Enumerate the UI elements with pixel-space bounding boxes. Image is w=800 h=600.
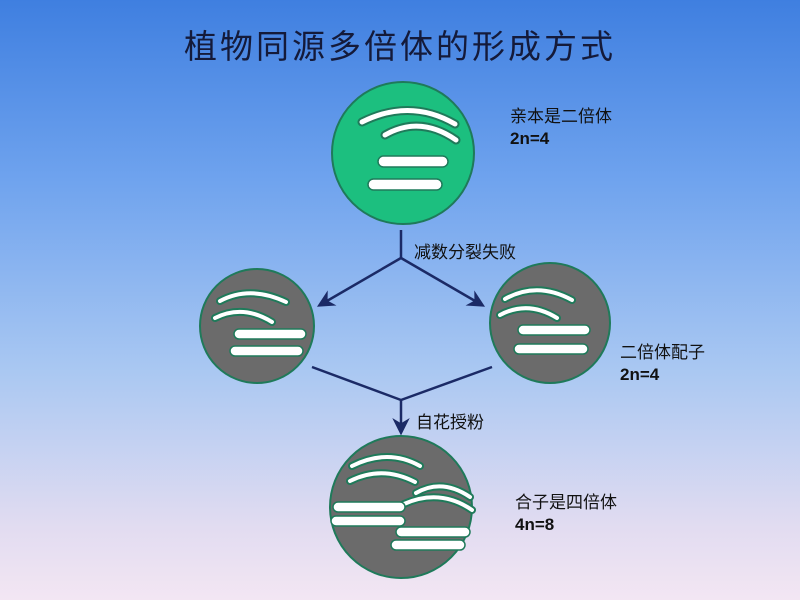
parent-label: 亲本是二倍体 2n=4 — [510, 106, 612, 150]
gamete-label: 二倍体配子 2n=4 — [620, 342, 705, 386]
zygote-name: 合子是四倍体 — [515, 493, 617, 513]
arrow-left — [316, 256, 402, 307]
straight-chromosome — [367, 178, 443, 191]
zygote-cell — [329, 435, 476, 579]
zygote-label: 合子是四倍体 4n=8 — [515, 492, 617, 536]
zygote-ploidy: 4n=8 — [515, 515, 555, 534]
arrow-merge-right — [400, 365, 493, 402]
curved-chromosome — [503, 288, 574, 302]
curved-chromosome — [218, 291, 288, 304]
straight-chromosome — [513, 343, 589, 355]
step-self-pollination: 自花授粉 — [416, 413, 484, 433]
straight-chromosome — [390, 539, 466, 551]
gamete-ploidy: 2n=4 — [620, 365, 660, 384]
arrow-right — [400, 256, 486, 307]
arrow-merge-left — [311, 365, 402, 402]
parent-cell — [331, 81, 475, 225]
step-meiosis-failure: 减数分裂失败 — [414, 243, 516, 263]
parent-name: 亲本是二倍体 — [510, 107, 612, 127]
straight-chromosome — [377, 155, 449, 168]
curved-chromosome — [414, 484, 472, 499]
gamete-cell-left — [199, 268, 315, 384]
gamete-cell-right — [489, 262, 611, 384]
straight-chromosome — [517, 324, 591, 336]
curved-chromosome — [498, 306, 559, 320]
curved-chromosome — [213, 310, 274, 324]
straight-chromosome — [330, 515, 406, 527]
slide-title: 植物同源多倍体的形成方式 — [184, 27, 616, 66]
straight-chromosome — [395, 526, 471, 538]
straight-chromosome — [229, 345, 304, 357]
parent-ploidy: 2n=4 — [510, 129, 550, 148]
curved-chromosome — [350, 455, 422, 468]
curved-chromosome — [348, 471, 417, 484]
curved-chromosome — [359, 108, 458, 127]
straight-chromosome — [332, 501, 406, 513]
curved-chromosome — [382, 123, 459, 143]
curved-chromosome — [402, 495, 474, 512]
gamete-name: 二倍体配子 — [620, 343, 705, 363]
straight-chromosome — [233, 328, 307, 340]
